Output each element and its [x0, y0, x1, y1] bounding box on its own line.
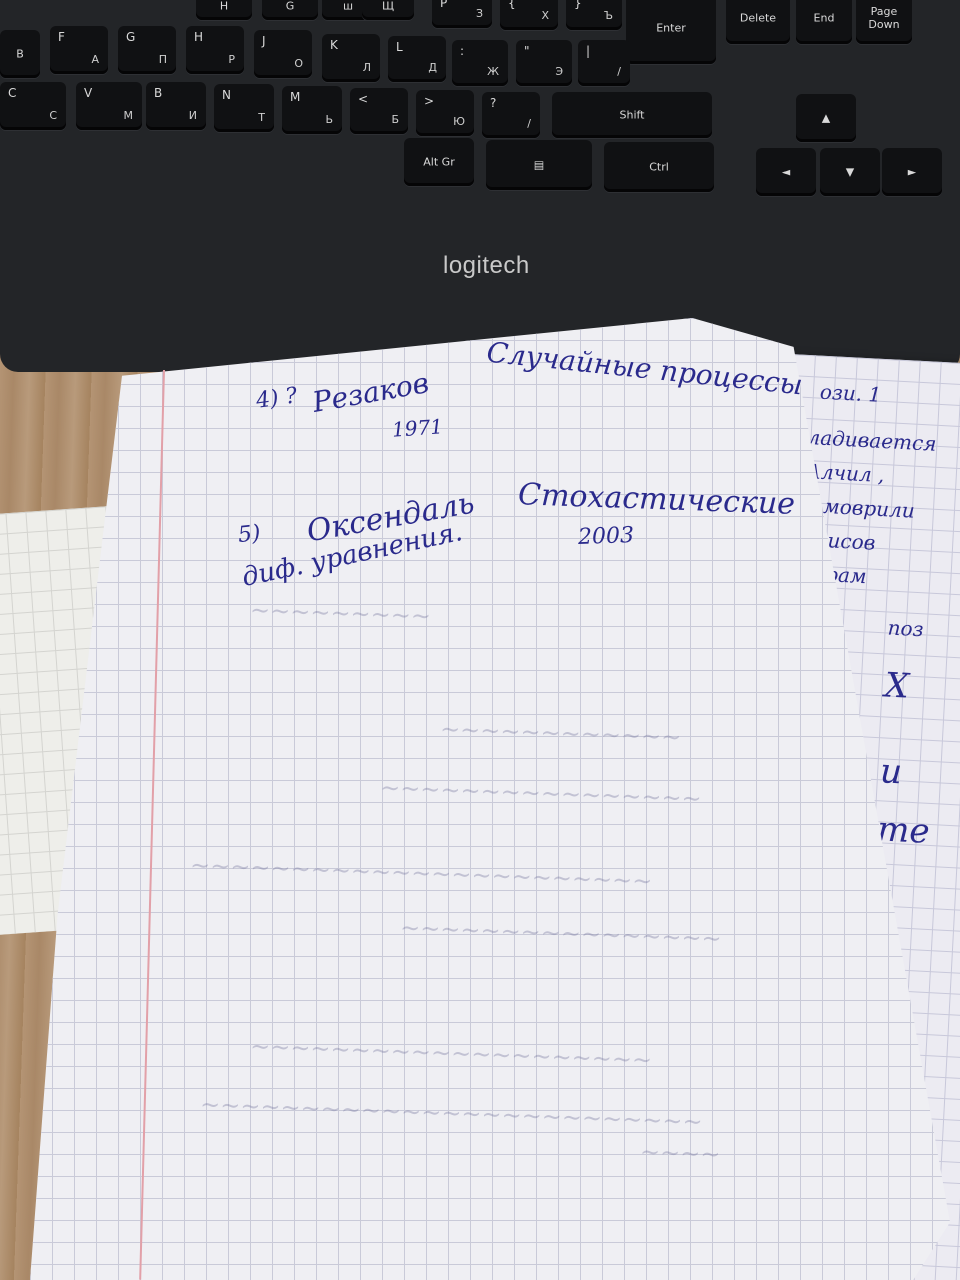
key-v: В [0, 30, 40, 78]
right-page-line: те [876, 809, 931, 852]
key-yu: >Ю [416, 90, 474, 136]
right-page-line: поз [887, 615, 925, 642]
right-page-line: ози. 1 [819, 379, 882, 407]
key-altgr: Alt Gr [404, 138, 474, 186]
entry-5-number: 5) [236, 520, 262, 549]
key-enter: Enter [626, 0, 716, 64]
key-left: ◄ [756, 148, 816, 196]
right-page-line: ладивается [806, 425, 938, 456]
key-ctrl: Ctrl [604, 142, 714, 192]
key-slash: ?/ [482, 92, 540, 138]
right-page-line: X [883, 665, 910, 707]
key-e: "Э [516, 40, 572, 86]
key-end: End [796, 0, 852, 44]
key-bslash: |/ [578, 40, 630, 86]
key-up: ▲ [796, 94, 856, 142]
key-hard: }Ъ [566, 0, 622, 30]
entry-4-year: 1971 [391, 414, 444, 442]
key-b: <Б [350, 88, 408, 134]
key-zh: :Ж [452, 40, 508, 86]
keyboard-brand-logo: logitech [443, 252, 530, 279]
key-menu: ▤ [486, 140, 592, 190]
key-h: H [196, 0, 252, 20]
key-down: ▼ [820, 148, 880, 196]
notebook-left-page [30, 318, 950, 1280]
key-delete: Delete [726, 0, 790, 44]
key-right: ► [882, 148, 942, 196]
key-g: G [262, 0, 318, 20]
key-shch: Щ [362, 0, 414, 20]
key-shift: Shift [552, 92, 712, 138]
key-pgdn: Page Down [856, 0, 912, 44]
entry-5-year: 2003 [577, 523, 635, 550]
key-kh: {Х [500, 0, 558, 30]
key-sh: ш [322, 0, 374, 20]
right-page-line: и [879, 751, 904, 793]
